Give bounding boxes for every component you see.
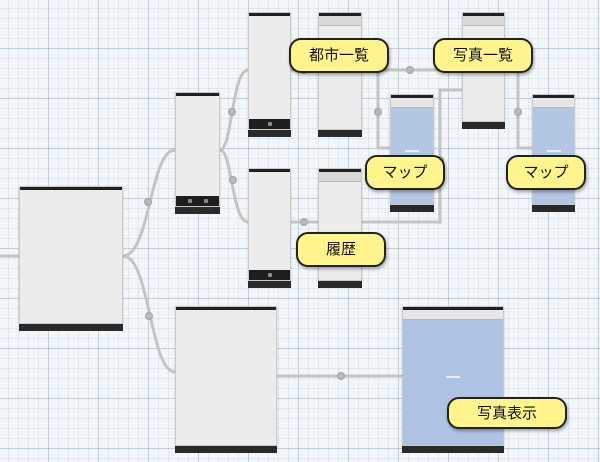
scene-caption-detail-nav <box>175 446 277 453</box>
navigation-bar <box>319 172 361 182</box>
map-view <box>546 149 561 152</box>
callout-photo-list: 写真一覧 <box>433 38 533 73</box>
status-bar <box>533 95 574 98</box>
scene-caption-history <box>318 281 362 288</box>
navigation-bar <box>463 16 504 26</box>
segue-dot[interactable] <box>145 312 153 320</box>
status-bar <box>319 169 361 172</box>
segue-dot[interactable] <box>337 372 345 380</box>
scene-caption-nav-history <box>248 281 291 288</box>
segue-dot[interactable] <box>406 66 414 74</box>
callout-history: 履歴 <box>296 232 386 267</box>
segue-dot[interactable] <box>144 198 152 206</box>
status-bar <box>391 95 433 98</box>
navigation-controller-history-scene[interactable] <box>248 168 291 281</box>
tab-icon <box>268 122 272 126</box>
navigation-bar <box>319 16 361 26</box>
navigation-bar <box>533 98 574 108</box>
status-bar <box>176 307 276 310</box>
split-view-controller-scene[interactable] <box>19 186 123 324</box>
status-bar <box>176 93 219 96</box>
scene-caption-city-list <box>318 130 362 137</box>
navigation-bar <box>391 98 433 108</box>
segue-dot[interactable] <box>300 218 308 226</box>
navigation-bar <box>403 310 503 320</box>
tab-bar <box>249 119 290 129</box>
status-bar <box>403 307 503 310</box>
scene-caption-map-1 <box>390 205 434 212</box>
map-view <box>405 149 419 152</box>
tab-icon <box>268 273 272 277</box>
segue-dot[interactable] <box>228 108 236 116</box>
status-bar <box>319 13 361 16</box>
tab-bar <box>249 270 290 280</box>
status-bar <box>249 13 290 16</box>
scene-caption-map-2 <box>532 205 575 212</box>
callout-photo-view: 写真表示 <box>447 397 567 429</box>
segue-dot[interactable] <box>514 108 522 116</box>
tab-icon <box>188 199 192 203</box>
segue-dot[interactable] <box>374 108 382 116</box>
scene-caption-photo-view <box>402 446 504 453</box>
callout-city-list: 都市一覧 <box>289 38 389 73</box>
scene-caption-tab-bar <box>175 207 220 214</box>
status-bar <box>20 187 122 190</box>
scene-caption-photo-list <box>462 122 505 129</box>
callout-map-2: マップ <box>506 155 586 190</box>
navigation-controller-top-scene[interactable] <box>248 12 291 130</box>
callout-map-1: マップ <box>365 155 445 190</box>
segue-tab-to-nav-history[interactable] <box>218 148 250 224</box>
image-view <box>446 376 460 378</box>
scene-caption-split-view <box>19 324 123 331</box>
tab-bar <box>176 196 219 206</box>
segue-dot[interactable] <box>229 176 237 184</box>
status-bar <box>249 169 290 172</box>
scene-caption-nav-top <box>248 130 291 137</box>
tab-bar-controller-scene[interactable] <box>175 92 220 207</box>
tab-icon <box>204 199 208 203</box>
status-bar <box>463 13 504 16</box>
detail-navigation-controller-scene[interactable] <box>175 306 277 446</box>
